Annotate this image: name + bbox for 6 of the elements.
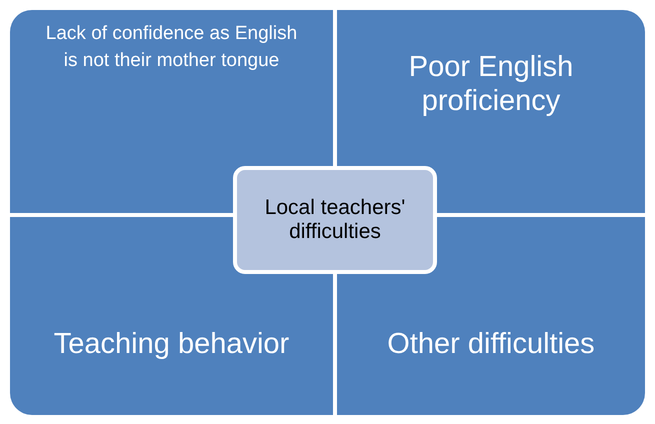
center-label: Local teachers' difficulties (264, 196, 406, 244)
center-box (233, 166, 437, 274)
quadrant-label: Poor English proficiency (408, 50, 574, 118)
quadrant-label: Other difficulties (387, 326, 595, 360)
quadrant-label: Lack of confidence as English is not their mother tongue (44, 22, 298, 73)
quadrant-label: Teaching behavior (54, 326, 290, 360)
